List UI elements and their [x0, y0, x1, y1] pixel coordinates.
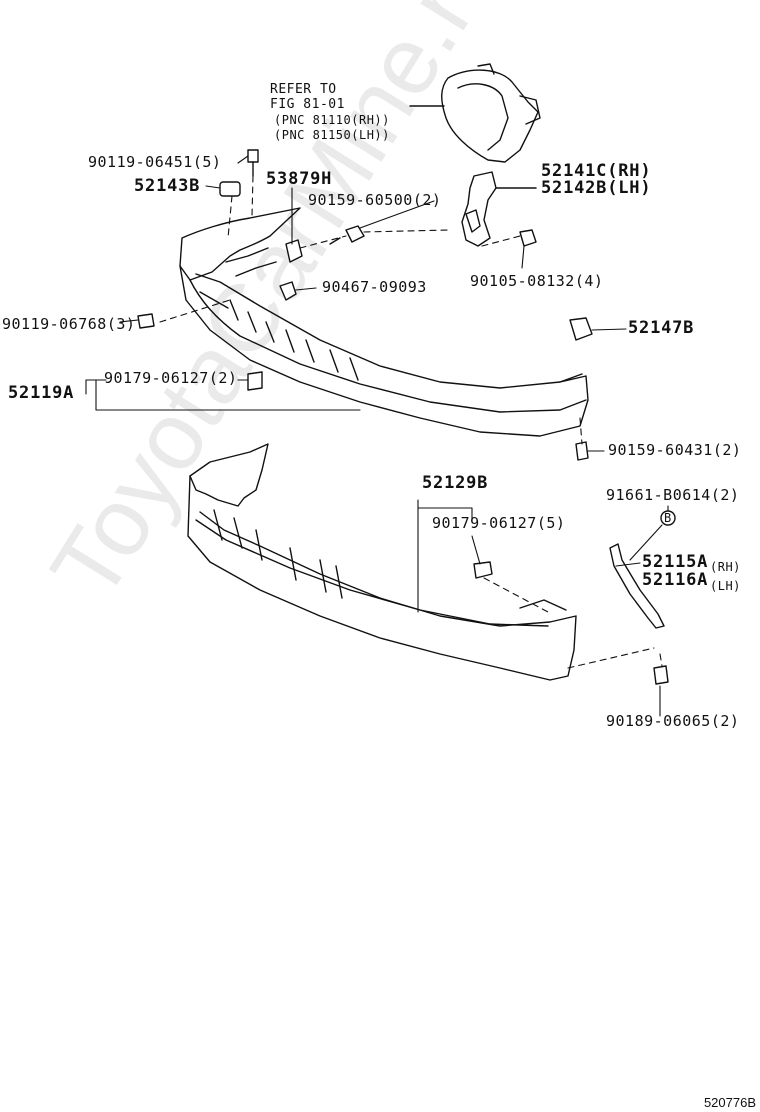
part-label-52147b[interactable]: 52147B: [628, 318, 695, 338]
part-label-90159-60500[interactable]: 90159-60500(2): [308, 191, 442, 209]
part-label-90159-60431[interactable]: 90159-60431(2): [608, 441, 742, 459]
leader-lines: [85, 155, 669, 717]
part-label-90189-06065[interactable]: 90189-06065(2): [606, 712, 740, 730]
part-label-90119-06768[interactable]: 90119-06768(3): [2, 315, 136, 333]
part-label-52142b[interactable]: 52142B(LH): [541, 178, 652, 198]
fasteners-drawing: [137, 149, 669, 685]
part-label-52115a[interactable]: 52115A: [642, 552, 709, 572]
part-label-90119-06451[interactable]: 90119-06451(5): [88, 153, 222, 171]
part-label-90179-06127-5[interactable]: 90179-06127(5): [432, 514, 566, 532]
part-label-52141c[interactable]: 52141C(RH): [541, 161, 652, 181]
refer-line-2: FIG 81-01: [270, 97, 345, 112]
part-label-52119a[interactable]: 52119A: [8, 383, 75, 403]
part-label-52143b[interactable]: 52143B: [134, 176, 201, 196]
part-label-52116a[interactable]: 52116A: [642, 570, 709, 590]
refer-line-3: (PNC 81110(RH)): [274, 113, 390, 127]
part-label-53879h[interactable]: 53879H: [266, 169, 333, 189]
diagram-code: 520776B: [703, 1095, 756, 1110]
part-label-90179-06127-2[interactable]: 90179-06127(2): [104, 369, 238, 387]
lower-spoiler-drawing: [187, 443, 577, 681]
refer-line-4: (PNC 81150(LH)): [274, 128, 390, 142]
side-label-rh: (RH): [710, 560, 741, 574]
bolt-marker-b: B: [664, 511, 672, 525]
side-label-lh: (LH): [710, 579, 741, 593]
part-label-91661-b0614[interactable]: 91661-B0614(2): [606, 486, 740, 504]
fog-lamp-drawing: [409, 63, 541, 163]
part-label-52129b[interactable]: 52129B: [422, 473, 489, 493]
fog-lamp-bracket-drawing: [461, 171, 537, 247]
part-label-90467-09093[interactable]: 90467-09093: [322, 278, 427, 296]
part-label-90105-08132[interactable]: 90105-08132(4): [470, 272, 604, 290]
front-bumper-cover-drawing: [179, 207, 589, 437]
refer-line-1: REFER TO: [270, 82, 337, 97]
assembly-dash-lines: [159, 175, 663, 669]
